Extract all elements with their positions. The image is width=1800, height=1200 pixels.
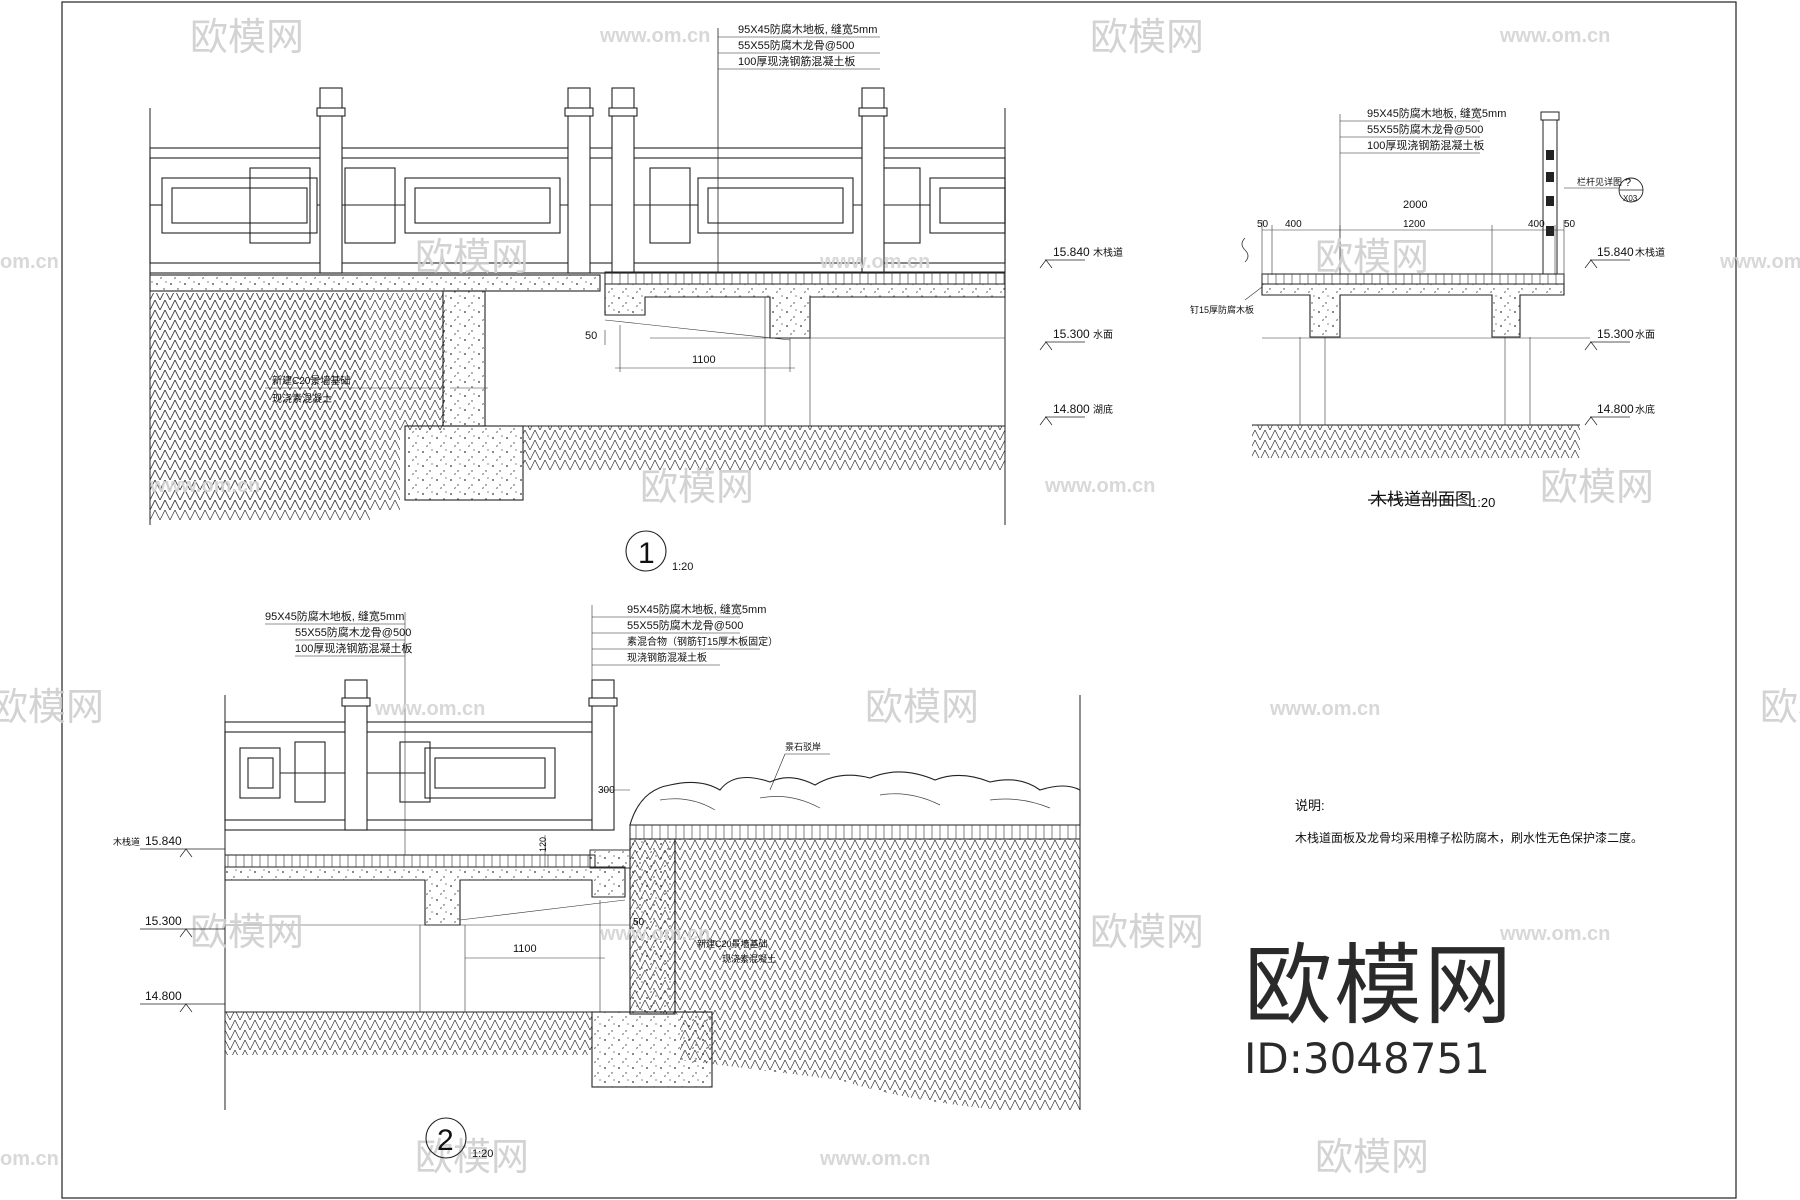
section-2-drawing (224, 605, 1081, 1110)
dimension-text: 1100 (513, 943, 537, 955)
wall-note: 新建C20景墙基础 (272, 374, 350, 387)
watermark-url: www.om.cn (819, 251, 930, 273)
brand-logo: 欧模网 (1243, 934, 1514, 1037)
dimension-text: 1100 (692, 354, 716, 366)
rock-note: 景石驳岸 (785, 742, 821, 752)
watermark-layer: 欧模网 欧模网 欧模网 欧模网 欧模网 欧模网 欧模网 欧模网 欧模网 欧模网 … (0, 15, 1800, 1179)
watermark-url: www.om.cn (1269, 698, 1380, 720)
rail-note: 栏杆见详图 (1577, 176, 1622, 187)
sheet-border (61, 1, 1737, 1199)
watermark-url: www.om.cn (599, 923, 710, 945)
watermark-brand: 欧模网 (865, 685, 979, 729)
dimension-text: 120 (538, 837, 548, 852)
material-note: 95X45防腐木地板, 缝宽5mm (1367, 106, 1506, 120)
elevation-value: 14.800 (1597, 402, 1634, 416)
section-scale: 1:20 (472, 1148, 493, 1160)
watermark-brand: 欧模网 (1090, 910, 1204, 954)
notes-body: 木栈道面板及龙骨均采用樟子松防腐木，刷水性无色保护漆二度。 (1295, 830, 1643, 845)
material-note: 95X45防腐木地板, 缝宽5mm (265, 609, 404, 623)
elevation-label: 湖底 (1093, 403, 1113, 416)
section-tag: 1 (638, 537, 655, 570)
detail-sheet: X03 (1623, 194, 1638, 203)
model-id: ID:3048751 (1243, 1034, 1490, 1083)
elevation-value: 14.800 (145, 989, 182, 1003)
watermark-url: www.om.cn (819, 1148, 930, 1170)
notes-heading: 说明: (1295, 798, 1325, 813)
wall-note: 现浇素混凝土 (272, 392, 332, 405)
elevation-label: 木栈道 (1093, 246, 1123, 259)
watermark-brand: 欧模网 (190, 15, 304, 59)
watermark-brand: 欧模网 (1315, 235, 1429, 279)
boardwalk-section-drawing (1241, 111, 1644, 501)
watermark-brand: 欧模网 (640, 465, 754, 509)
dimension-text: 50 (1257, 219, 1269, 230)
section-1-drawing (149, 28, 1006, 525)
dimension-text: 50 (633, 917, 645, 928)
material-note: 素混合物（钢筋钉15厚木板固定） (627, 635, 778, 648)
detail-ref: ? (1625, 177, 1631, 189)
wall-note: 新建C20景墙基础 (697, 938, 768, 949)
dimension-text: 50 (585, 330, 597, 342)
watermark-url: om.cn (0, 251, 59, 273)
watermark-brand: 欧模网 (0, 685, 104, 729)
elevation-label: 水底 (1635, 403, 1655, 416)
material-note: 55X55防腐木龙骨@500 (627, 618, 743, 632)
section-tag: 2 (437, 1124, 454, 1157)
elevation-value: 15.840 (1053, 245, 1090, 259)
material-note: 95X45防腐木地板, 缝宽5mm (738, 22, 877, 36)
material-note: 55X55防腐木龙骨@500 (1367, 122, 1483, 136)
elevation-label: 水面 (1093, 329, 1113, 341)
section-title: 木栈道剖面图 (1370, 490, 1472, 509)
watermark-url: om.cn (0, 1148, 59, 1170)
watermark-brand: 欧模网 (1315, 1135, 1429, 1179)
watermark-brand: 欧模网 (415, 1135, 529, 1179)
dimension-text: 400 (1285, 219, 1302, 230)
section-tag-circle (625, 530, 667, 572)
elevation-label: 木栈道 (113, 836, 140, 847)
dimension-text: 1200 (1403, 219, 1426, 230)
watermark-url: www.om.cn (1719, 251, 1800, 273)
watermark-brand: 欧模网 (1090, 15, 1204, 59)
section-tag-circle (425, 1117, 467, 1159)
general-notes: 说明: 木栈道面板及龙骨均采用樟子松防腐木，刷水性无色保护漆二度。 (1295, 798, 1643, 845)
watermark-url: www.om.cn (599, 25, 710, 47)
elevation-value: 15.300 (145, 914, 182, 928)
dimension-text: 2000 (1403, 199, 1427, 211)
watermark-url: www.om.cn (374, 698, 485, 720)
watermark-brand: 欧模网 (1760, 685, 1800, 729)
elevation-value: 15.840 (145, 834, 182, 848)
section-scale: 1:20 (672, 561, 693, 573)
elevation-value: 15.840 (1597, 245, 1634, 259)
dimension-text: 300 (598, 785, 615, 796)
section-2-annotations: 95X45防腐木地板, 缝宽5mm 55X55防腐木龙骨@500 100厚现浇钢… (113, 602, 830, 1160)
watermark-brand: 欧模网 (415, 235, 529, 279)
elevation-value: 15.300 (1597, 327, 1634, 341)
watermark-brand: 欧模网 (1540, 465, 1654, 509)
wall-note: 现浇素混凝土 (722, 953, 776, 964)
elevation-label: 木栈道 (1635, 246, 1665, 259)
material-note: 100厚现浇钢筋混凝土板 (738, 54, 855, 68)
watermark-url: www.om.cn (1499, 25, 1610, 47)
material-note: 95X45防腐木地板, 缝宽5mm (627, 602, 766, 616)
watermark-url: www.om.cn (1044, 475, 1155, 497)
watermark-url: www.om.cn (1499, 923, 1610, 945)
material-note: 55X55防腐木龙骨@500 (295, 625, 411, 639)
material-note: 55X55防腐木龙骨@500 (738, 38, 854, 52)
section-1-annotations: 95X45防腐木地板, 缝宽5mm 55X55防腐木龙骨@500 100厚现浇钢… (272, 22, 1123, 573)
elevation-value: 14.800 (1053, 402, 1090, 416)
material-note: 100厚现浇钢筋混凝土板 (1367, 138, 1484, 152)
material-note: 100厚现浇钢筋混凝土板 (295, 641, 412, 655)
dimension-text: 50 (1564, 219, 1576, 230)
section-scale: 1:20 (1470, 495, 1495, 510)
elevation-value: 15.300 (1053, 327, 1090, 341)
material-note: 现浇钢筋混凝土板 (627, 651, 707, 664)
watermark-brand: 欧模网 (190, 910, 304, 954)
dimension-text: 400 (1528, 219, 1545, 230)
watermark-url: www.om.cn (149, 475, 260, 497)
elevation-label: 水面 (1635, 329, 1655, 341)
side-note: 钉15厚防腐木板 (1190, 304, 1254, 315)
brand-block: 欧模网 ID:3048751 (1244, 942, 1514, 1082)
boardwalk-annotations: 95X45防腐木地板, 缝宽5mm 55X55防腐木龙骨@500 100厚现浇钢… (1190, 106, 1665, 510)
